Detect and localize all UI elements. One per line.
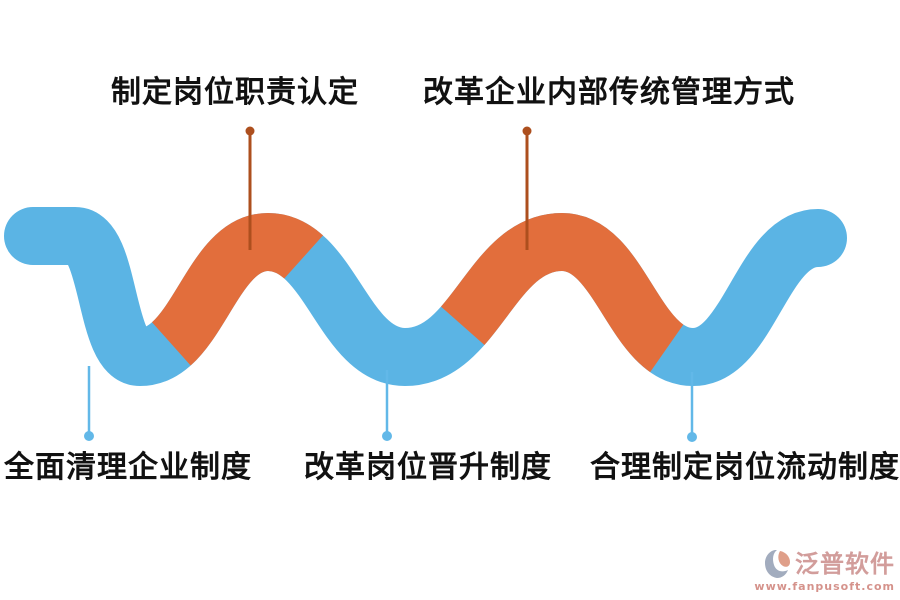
bottom-label-2: 改革岗位晋升制度 — [304, 450, 552, 485]
top-label-2: 改革企业内部传统管理方式 — [423, 75, 795, 110]
bottom-label-1: 全面清理企业制度 — [4, 450, 252, 485]
bottom-label-3: 合理制定岗位流动制度 — [590, 450, 900, 485]
brand-name: 泛普软件 — [795, 550, 895, 578]
brand-watermark: 泛普软件 www.fanpusoft.com — [754, 549, 895, 592]
pointer-dot-top-1 — [245, 126, 255, 136]
pointer-dot-bottom-3 — [687, 432, 697, 442]
pointer-dot-bottom-2 — [382, 431, 392, 441]
pointer-dot-bottom-1 — [84, 431, 94, 441]
fanpu-logo-icon — [765, 550, 790, 578]
top-label-1: 制定岗位职责认定 — [111, 75, 359, 110]
wave-ribbon-blue — [4, 207, 847, 387]
pointer-dot-top-2 — [522, 126, 532, 136]
brand-url: www.fanpusoft.com — [754, 580, 895, 593]
